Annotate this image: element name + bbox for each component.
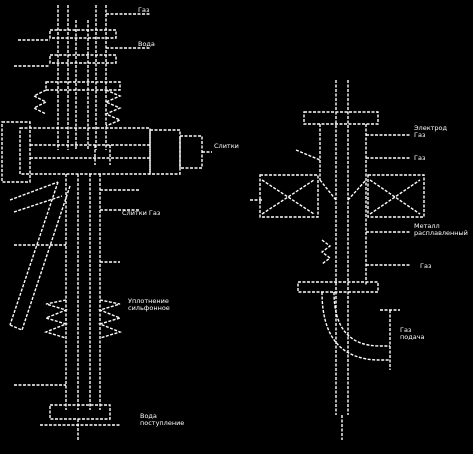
right-label-4: Газ — [420, 262, 432, 270]
left-flange-1 — [49, 29, 117, 39]
right-housing — [319, 124, 367, 285]
right-left-arrow — [295, 149, 321, 161]
left-housing-internal — [30, 144, 150, 165]
left-housing — [19, 127, 151, 175]
left-side-label: Слитки — [214, 142, 239, 150]
left-mid-label: Слитки Газ — [122, 209, 161, 217]
right-apparatus — [250, 80, 425, 440]
right-curved-pipe — [321, 291, 400, 370]
left-flange-2 — [49, 54, 117, 64]
left-housing-end-cap — [179, 135, 203, 169]
right-top-plate — [303, 111, 379, 125]
left-bellows-seal-left — [43, 299, 69, 339]
left-bellows-upper — [104, 89, 122, 127]
left-bottom-flange — [49, 404, 111, 420]
left-top-label-1: Газ — [138, 6, 150, 14]
left-inclined-tube-top — [9, 181, 63, 213]
right-inner-coil — [320, 239, 332, 265]
right-label-2: Газ — [414, 154, 426, 162]
left-bellows-seal-right — [97, 299, 123, 339]
left-apparatus — [1, 5, 212, 440]
left-lower-column — [65, 174, 101, 410]
left-housing-left-block — [1, 121, 31, 183]
left-flange-3 — [45, 81, 121, 91]
left-bottom-base — [40, 419, 120, 440]
right-insulation-right — [367, 174, 425, 218]
right-electrode — [335, 80, 349, 415]
left-top-label-2: Вода — [138, 40, 155, 48]
left-housing-right-block — [149, 129, 181, 175]
right-insulation-left — [259, 174, 319, 218]
left-bellows-upper-left — [32, 89, 48, 115]
left-inclined-tube — [9, 181, 71, 331]
left-inner-tube — [75, 20, 89, 150]
right-insulation-hatch — [261, 179, 421, 215]
left-top-pipe — [57, 5, 107, 150]
